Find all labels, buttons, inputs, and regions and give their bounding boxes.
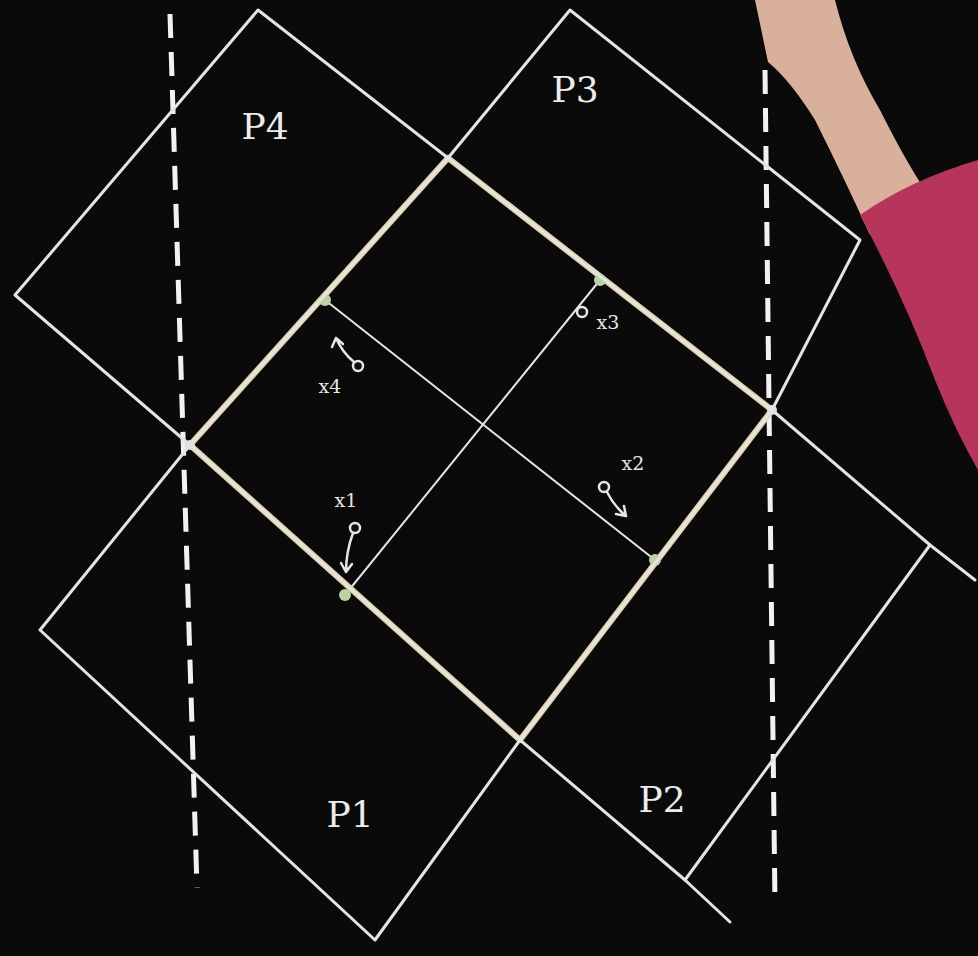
midline [345,280,600,595]
region-square: P1 [40,445,520,940]
region-label: P1 [326,797,373,833]
motion-arrow [332,338,354,362]
point-label: x3 [595,313,622,332]
region-square: P2 [520,410,930,880]
region-border [15,10,448,445]
point-marker [350,523,360,533]
motion-arrow [341,533,353,572]
highlight-square [190,158,772,740]
point-label: x2 [620,454,647,473]
region-border [40,445,520,940]
region-border [520,410,930,880]
region-outline [520,410,930,880]
grid-line [930,545,975,580]
region-label: P2 [638,782,685,818]
region-label: P4 [241,109,288,145]
region-outline [448,10,860,410]
region-outline [40,445,520,940]
point-label: x4 [317,377,344,396]
point-label: x1 [333,491,360,510]
midline [325,300,655,560]
point-marker [577,307,587,317]
motion-arrow [607,492,626,516]
dashed-line [765,70,775,906]
point-marker [599,482,609,492]
sleeve [860,160,978,470]
midpoint-dot [339,589,351,601]
region-square: P4 [15,10,448,445]
region-outline [15,10,448,445]
region-label: P3 [551,72,598,108]
region-square: P3 [448,10,860,410]
grid-line [685,880,730,922]
region-border [448,10,860,410]
